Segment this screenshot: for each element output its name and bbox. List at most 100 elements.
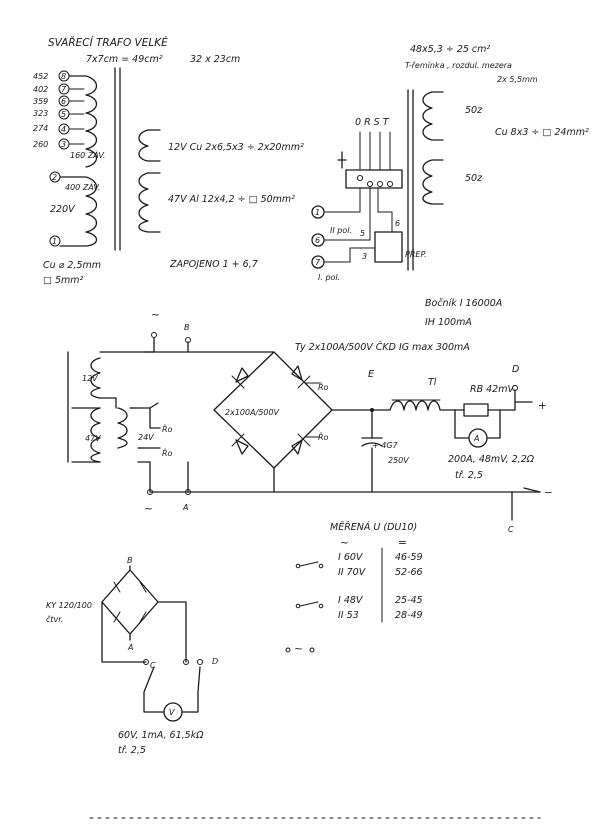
tap-number: 6 [61,97,66,106]
tap-label: 260 [33,140,48,149]
core-dimensions: 32 x 23cm [190,54,240,65]
rst-label: 0 R S T [355,117,390,128]
primary-upper-turns: 160 ZÁV. [70,149,105,160]
node-e-label: E [368,369,374,380]
secondary-12v-spec: 12V Cu 2x6,5x3 ÷ 2x20mm² [168,142,304,153]
inductor-label: Tl [428,377,437,388]
bridge-b-label: B [127,556,133,565]
table-title: MĚŘENÁ U (DU10) [330,521,417,533]
secondary-47v-winding [138,172,161,233]
switch-terminal-6-label: 6 [315,236,320,245]
choke-wire-spec: Cu 8x3 ÷ □ 24mm² [495,127,589,138]
primary-wire-area: □ 5mm² [43,275,84,286]
gate-ro-1: Řo [162,423,173,434]
table-row: II 53 28-49 [338,610,423,621]
voltmeter-symbol: V [169,708,175,717]
meter-bridge-rectifier [101,565,201,713]
ammeter [468,428,488,448]
core-main-cross-section: 7x7cm = 49cm² [86,54,163,65]
output-plus: + [538,400,547,412]
table-dc-symbol: = [398,537,407,549]
switch-contact-6: 6 [395,219,400,228]
electrolytic-capacitor [361,437,383,447]
table-row: I 48V 25-45 [338,595,423,606]
choke-core-section: 48x5,3 ÷ 25 cm² [410,44,490,55]
shunt-resistor-label: RB 42mV [470,384,515,395]
switch-terminal-7-label: 7 [315,258,321,267]
table-row: I 60V 46-59 [338,552,423,563]
ammeter-spec: 200A, 48mV, 2,2Ω [448,454,535,465]
bridge-d-terminal [197,659,203,665]
winding-47v-label: 47V [85,434,101,443]
node-c-label: C [508,525,514,534]
table-range: II 53 [338,610,359,621]
tap-number-circles: 8 7 6 5 4 3 2 1 [49,70,70,247]
table-switch-symbols [295,561,324,609]
secondary-12v-winding [138,129,161,162]
table-dc-value: 52-66 [395,567,423,578]
free-terminal-2 [309,647,315,653]
tap-number: 4 [61,125,66,134]
node-a-label: A [182,503,188,512]
main-wiring [129,337,541,521]
choke-gap: 2x 5,5mm [497,75,538,84]
transformer-core [114,67,121,251]
tap-label: 402 [33,85,48,94]
node-d-terminal [512,385,518,391]
thyristor-note: Ty 2x100A/500V ČKD IG max 300mA [295,341,470,353]
selector-switch [324,131,403,263]
primary-lower-turns: 400 ZÁV. [65,181,100,192]
choke-coil-1-turns: 50z [465,105,483,116]
node-a-terminal [185,489,191,495]
thyristor-gate-bottom: Řo [318,431,329,442]
free-terminal-1 [285,647,291,653]
table-range: I 60V [338,552,364,563]
winding-24v-label: 24V [138,433,154,442]
primary-voltage: 220V [50,204,76,215]
voltmeter-class: tř. 2,5 [118,745,146,756]
switch-prep-label: PŘEP. [405,248,427,259]
switch-terminal-1 [311,205,325,219]
tilde-bottom: ~ [144,503,153,515]
node-d-label: D [512,364,519,375]
switch-pol-2: II pol. [330,226,352,235]
tap-label: 274 [33,124,48,133]
voltmeter-spec: 60V, 1mA, 61,5kΩ [118,730,204,741]
bridge-rectifier-note2: čtvr. [46,614,63,624]
ammeter-symbol: A [473,434,479,443]
switch-terminal-6 [311,233,325,247]
table-dc-value: 46-59 [395,552,423,563]
gate-ro-2: Řo [162,447,173,458]
tap-number: 8 [61,72,66,81]
main-transformer-secondaries [67,351,139,463]
choke-core-note: T-řemínka , rozdul. mezera [405,61,512,70]
tilde-bottom-terminal [147,489,153,495]
voltmeter [163,702,183,722]
bridge-c-label: C [150,661,156,670]
table-range: I 48V [338,595,364,606]
tap-number: 3 [61,140,66,149]
table-dc-value: 28-49 [395,610,423,621]
primary-tap-labels: 452 402 359 323 274 260 [33,72,48,149]
bridge-c-terminal [143,659,149,665]
capacitor-voltage: 250V [388,456,409,465]
bridge-d-label: D [212,657,218,666]
sheet-title: SVAŘECÍ TRAFO VELKÉ [48,36,168,49]
tap-number: 5 [61,110,66,119]
capacitor-label: + 4G7 [372,441,399,450]
choke-coil-2 [422,159,444,205]
free-tilde: ~ [294,643,303,655]
bridge-diode-rating: 2x100A/500V [225,408,280,417]
choke-coil-2-turns: 50z [465,173,483,184]
tap-number: 7 [61,85,67,94]
thyristor-gate-top: Řo [318,381,329,392]
tap-label: 323 [33,109,48,118]
choke-coil-1 [422,91,444,141]
tap-number: 1 [52,237,57,246]
switch-contact-3: 3 [362,252,367,261]
switch-contact-5: 5 [360,229,365,238]
ammeter-class: tř. 2,5 [455,470,483,481]
choke-core [407,89,414,271]
tap-label: 452 [33,72,48,81]
